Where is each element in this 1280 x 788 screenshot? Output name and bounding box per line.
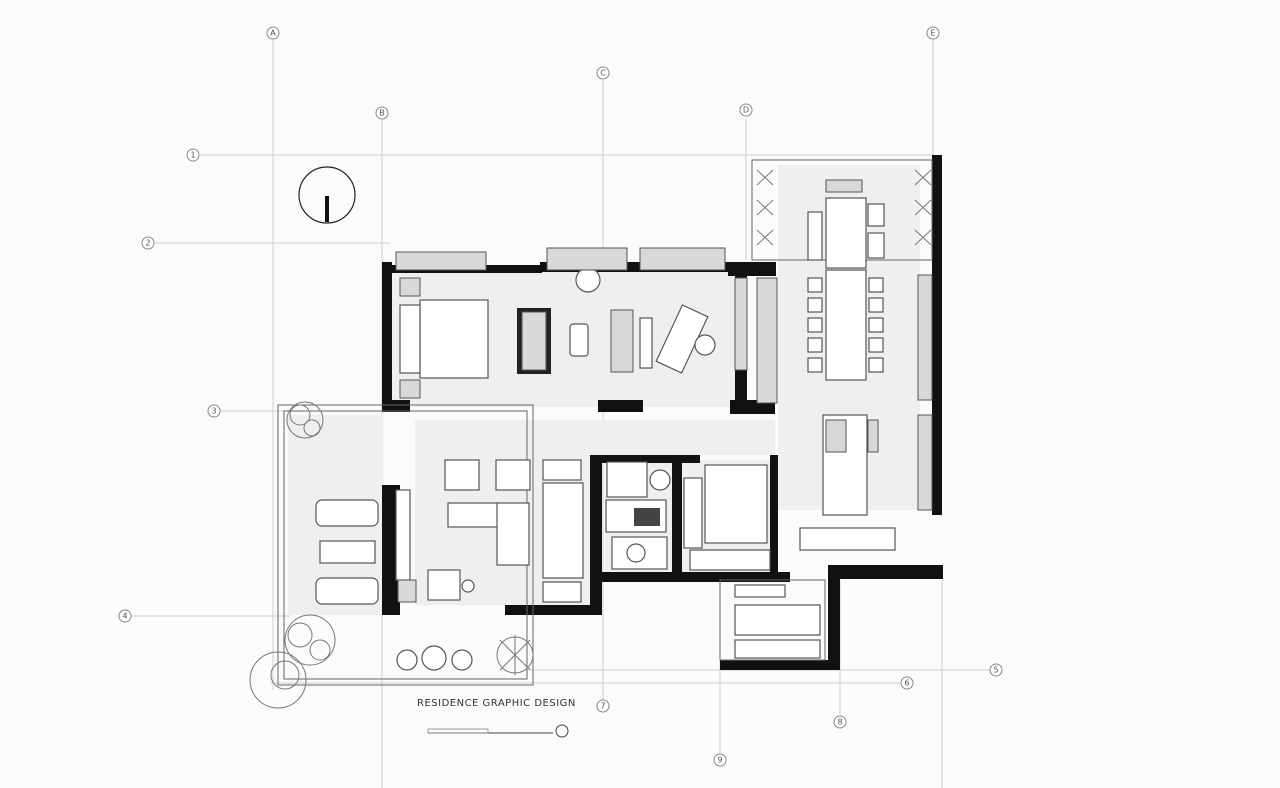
grid-bubble-3: 3 bbox=[207, 404, 221, 418]
plant-icons bbox=[249, 169, 932, 709]
grid-bubble-4: 4 bbox=[118, 609, 132, 623]
svg-text:5: 5 bbox=[993, 666, 998, 675]
grid-bubble-A: A bbox=[266, 26, 280, 40]
grid-bubble-2: 2 bbox=[141, 236, 155, 250]
grid-bubble-8: 8 bbox=[833, 715, 847, 729]
svg-text:9: 9 bbox=[717, 756, 722, 765]
svg-text:B: B bbox=[379, 109, 385, 118]
svg-text:D: D bbox=[743, 106, 749, 115]
grid-bubble-C: C bbox=[596, 66, 610, 80]
bed bbox=[419, 299, 489, 379]
grid-bubble-D: D bbox=[739, 103, 753, 117]
svg-text:E: E bbox=[930, 29, 935, 38]
north-arrow-icon bbox=[298, 166, 356, 224]
grid-bubble-9: 9 bbox=[713, 753, 727, 767]
furniture bbox=[315, 179, 933, 671]
walls bbox=[382, 155, 943, 670]
svg-text:C: C bbox=[600, 69, 606, 78]
grid-bubble-1: 1 bbox=[186, 148, 200, 162]
svg-text:4: 4 bbox=[122, 612, 127, 621]
grid-bubble-7: 7 bbox=[596, 699, 610, 713]
svg-text:2: 2 bbox=[145, 239, 150, 248]
grid-bubble-B: B bbox=[375, 106, 389, 120]
svg-text:A: A bbox=[270, 29, 276, 38]
svg-text:7: 7 bbox=[600, 702, 605, 711]
svg-text:1: 1 bbox=[190, 151, 195, 160]
grid-bubble-5: 5 bbox=[989, 663, 1003, 677]
svg-text:6: 6 bbox=[904, 679, 909, 688]
scale-bar bbox=[427, 724, 569, 738]
grid-bubble-E: E bbox=[926, 26, 940, 40]
drawing-title: RESIDENCE GRAPHIC DESIGN bbox=[417, 698, 576, 709]
svg-text:3: 3 bbox=[211, 407, 216, 416]
svg-text:8: 8 bbox=[837, 718, 842, 727]
grid-bubble-6: 6 bbox=[900, 676, 914, 690]
